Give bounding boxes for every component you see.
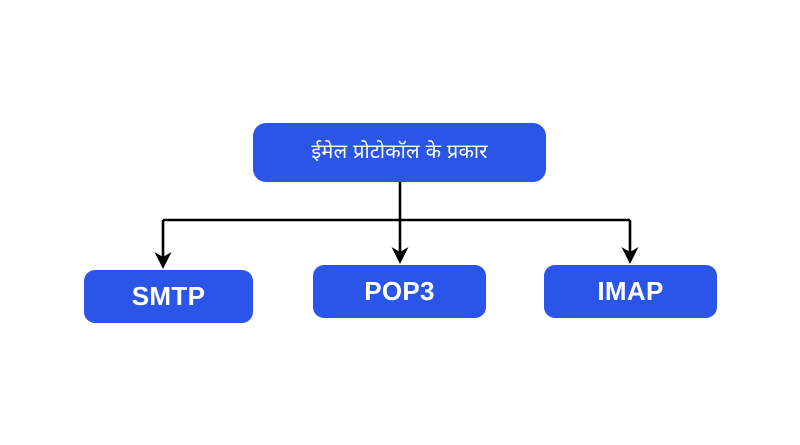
node-root-email-protocol-types[interactable]: ईमेल प्रोटोकॉल के प्रकार xyxy=(253,123,546,182)
node-child-smtp-label: SMTP xyxy=(131,280,206,311)
arrowhead-imap xyxy=(621,247,639,264)
node-child-imap-label: IMAP xyxy=(597,275,664,306)
node-child-imap[interactable]: IMAP xyxy=(544,265,717,318)
node-child-pop3-label: POP3 xyxy=(364,275,435,306)
arrowhead-pop3 xyxy=(391,247,409,264)
arrowhead-smtp xyxy=(154,252,172,269)
node-child-smtp[interactable]: SMTP xyxy=(84,270,253,323)
node-child-pop3[interactable]: POP3 xyxy=(313,265,486,318)
node-root-label: ईमेल प्रोटोकॉल के प्रकार xyxy=(311,141,488,163)
